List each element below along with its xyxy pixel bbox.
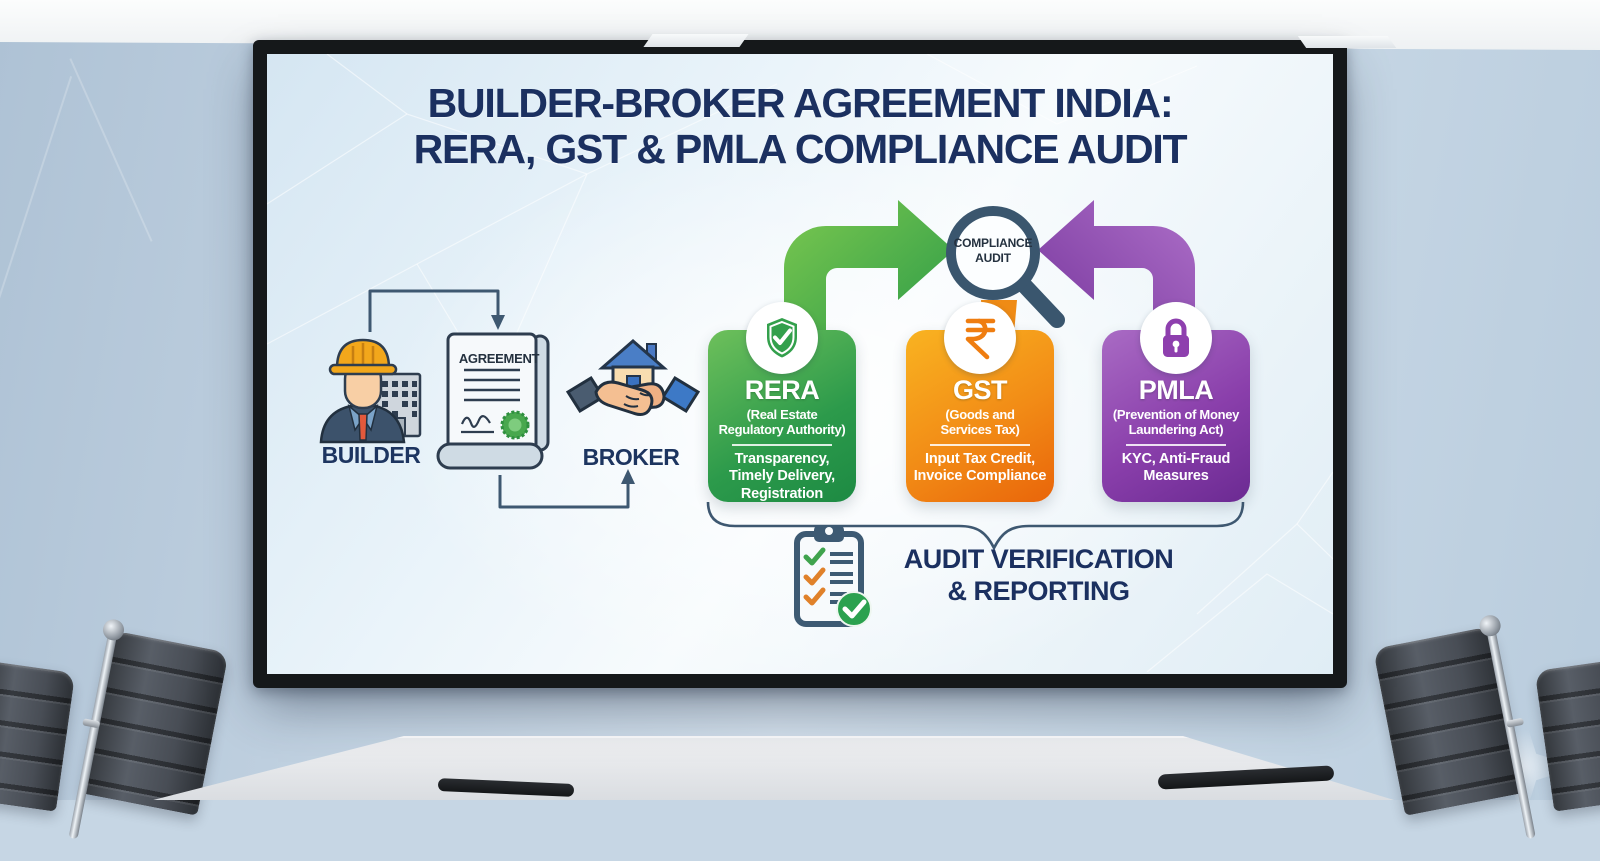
rupee-icon	[944, 302, 1016, 374]
rera-details: Transparency, Timely Delivery, Registrat…	[729, 450, 835, 503]
checklist-clipboard-icon	[794, 525, 872, 627]
slide-title: BUILDER-BROKER AGREEMENT INDIA: RERA, GS…	[267, 80, 1333, 173]
gst-subtitle: (Goods and Services Tax)	[940, 407, 1020, 438]
divider	[1126, 443, 1226, 446]
slide-content: BUILDER-BROKER AGREEMENT INDIA: RERA, GS…	[267, 54, 1333, 674]
rera-subtitle: (Real Estate Regulatory Authority)	[718, 407, 846, 438]
divider	[930, 443, 1030, 446]
broker-icon	[565, 339, 701, 416]
builder-icon	[319, 338, 422, 444]
rera-title: RERA	[744, 375, 820, 405]
rera-to-audit-arrow	[784, 200, 954, 346]
audit-verification-line2: & REPORTING	[947, 576, 1130, 607]
divider	[732, 443, 832, 446]
pmla-subtitle: (Prevention of Money Laundering Act)	[1112, 407, 1240, 438]
builder-to-agreement-arrow	[368, 289, 505, 332]
pillar-gst: GST (Goods and Services Tax) Input Tax C…	[906, 302, 1054, 502]
pillar-rera: RERA (Real Estate Regulatory Authority) …	[708, 302, 856, 503]
pmla-details: KYC, Anti-Fraud Measures	[1121, 450, 1231, 485]
compliance-audit-line1: COMPLIANCE	[953, 236, 1033, 250]
compliance-audit-label: COMPLIANCE AUDIT	[950, 236, 1036, 266]
broker-label: BROKER	[582, 444, 680, 470]
background-mesh-pattern	[267, 54, 1333, 672]
magnifying-glass-icon	[946, 206, 1065, 328]
shield-check-icon	[746, 302, 818, 374]
pillar-pmla: PMLA (Prevention of Money Laundering Act…	[1102, 302, 1250, 502]
agreement-to-broker-arrow	[498, 469, 635, 509]
slide-title-line2: RERA, GST & PMLA COMPLIANCE AUDIT	[413, 126, 1188, 173]
agreement-label: AGREEMENT	[458, 351, 540, 366]
slide-title-line1: BUILDER-BROKER AGREEMENT INDIA:	[427, 80, 1174, 126]
presentation-screen: BUILDER-BROKER AGREEMENT INDIA: RERA, GS…	[253, 40, 1347, 688]
gst-title: GST	[952, 375, 1008, 405]
pillars-brace	[706, 501, 1245, 551]
ceiling-mount	[1297, 36, 1397, 48]
audit-verification-label: AUDIT VERIFICATION & REPORTING	[866, 543, 1211, 608]
agreement-document-icon	[436, 332, 550, 470]
audit-verification-line1: AUDIT VERIFICATION	[903, 544, 1174, 574]
diagram-artwork	[319, 200, 1245, 627]
padlock-icon	[1140, 302, 1212, 374]
compliance-audit-line2: AUDIT	[975, 251, 1011, 265]
gst-details: Input Tax Credit, Invoice Compliance	[913, 450, 1047, 485]
ceiling-mount	[643, 34, 749, 47]
builder-label: BUILDER	[321, 442, 421, 468]
pmla-title: PMLA	[1138, 375, 1214, 405]
